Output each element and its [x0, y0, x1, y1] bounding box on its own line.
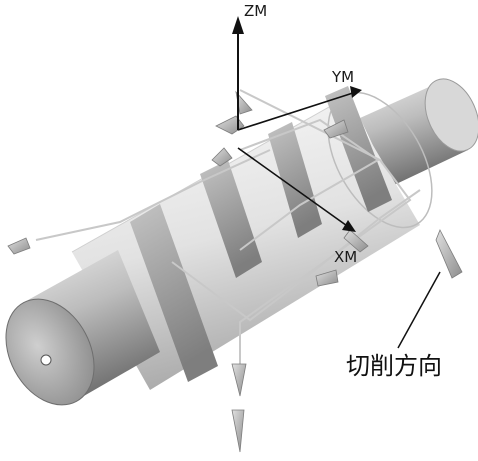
callout-leader-line: [397, 271, 441, 349]
cutting-direction-label: 切削方向: [346, 352, 442, 380]
y-axis-label: YM: [331, 68, 354, 86]
groove-bands: [130, 86, 392, 382]
tool-path: [35, 89, 421, 380]
x-axis-label: XM: [334, 248, 357, 266]
cutting-direction-arrows: [7, 90, 463, 453]
left-shaft: [5, 250, 160, 406]
z-axis-label: ZM: [244, 2, 267, 20]
coordinate-axes: [232, 16, 362, 232]
